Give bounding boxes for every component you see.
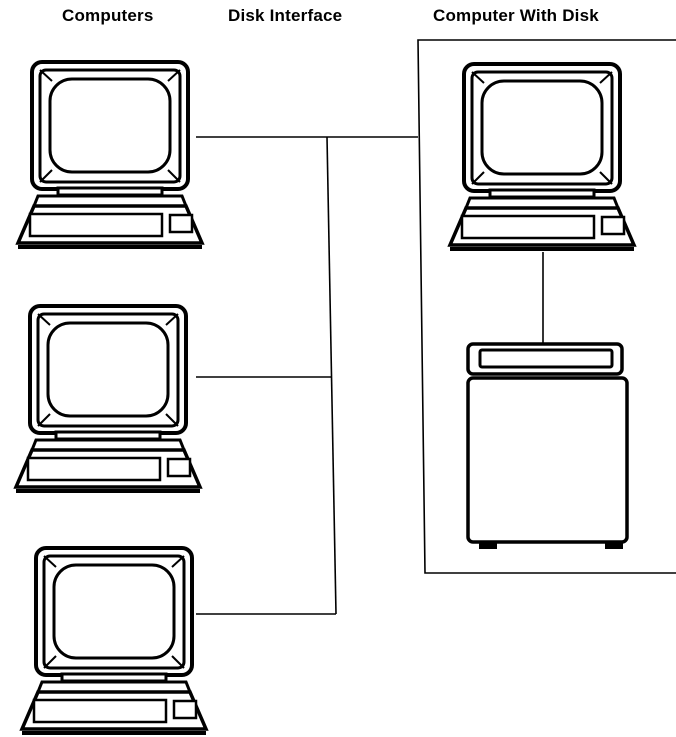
disk-interface-lines xyxy=(196,137,418,614)
computer-icon xyxy=(18,62,202,247)
disk-drive-icon xyxy=(468,344,627,549)
computer-icon xyxy=(16,306,200,491)
computer-icon xyxy=(22,548,206,733)
computer-icon xyxy=(450,64,634,249)
